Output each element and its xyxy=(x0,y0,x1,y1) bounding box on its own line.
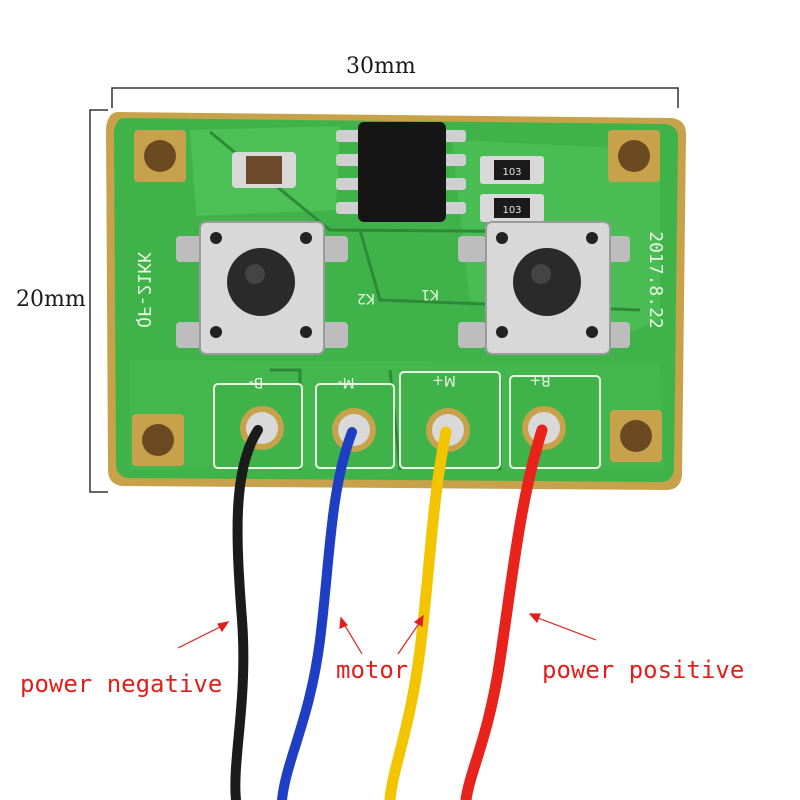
resistor-code-2: 103 xyxy=(502,205,521,216)
mounting-holes xyxy=(132,130,662,466)
button-label-k2: K2 xyxy=(357,290,375,306)
callout-arrows xyxy=(177,613,597,655)
callout-motor: motor xyxy=(336,656,409,684)
silkscreen-date: 2017.8.22 xyxy=(645,231,666,329)
width-dimension-label: 30mm xyxy=(346,54,416,79)
pad-label-b-plus: B+ xyxy=(529,372,550,388)
pad-label-b-minus: B- xyxy=(249,374,264,390)
red-wire xyxy=(460,424,548,800)
silkscreen-model: QF-21KK xyxy=(133,252,154,328)
yellow-wire xyxy=(384,426,452,800)
button-label-k1: K1 xyxy=(421,286,439,302)
pad-label-m-plus: M+ xyxy=(432,372,456,388)
resistor-code-1: 103 xyxy=(502,167,521,178)
callout-power-negative: power negative xyxy=(20,670,223,698)
black-wire xyxy=(230,425,263,800)
tactile-button-k1 xyxy=(458,221,630,355)
smd-resistors xyxy=(480,156,544,222)
tactile-button-k2 xyxy=(176,221,348,355)
ic-chip xyxy=(336,122,466,222)
dimension-lines xyxy=(89,87,679,493)
blue-wire xyxy=(277,427,357,800)
callout-power-positive: power positive xyxy=(542,656,745,684)
pad-label-m-minus: M- xyxy=(337,374,354,390)
height-dimension-label: 20mm xyxy=(16,287,86,312)
wires xyxy=(230,424,548,800)
smd-capacitor xyxy=(232,152,296,188)
